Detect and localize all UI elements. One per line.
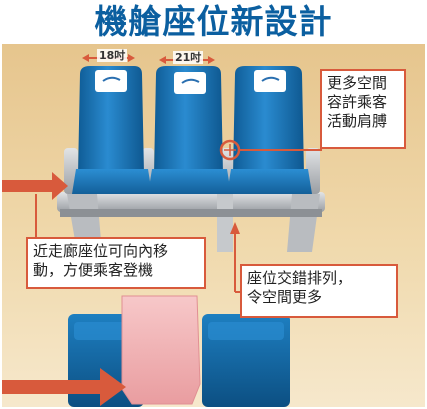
page-title: 機艙座位新設計 xyxy=(94,2,333,41)
staggered-arrow xyxy=(230,222,240,293)
shoulder-marker xyxy=(219,139,322,161)
aisle-move-arrow xyxy=(2,172,68,240)
top-view-seats xyxy=(68,295,290,407)
window-seat xyxy=(227,66,312,194)
seat-illustration: 18吋 21吋 更多空間 容許乘客 活動肩膊 近走廊座位可向內移 動，方便乘客登… xyxy=(2,44,425,407)
staggered-callout: 座位交錯排列， 令空間更多 xyxy=(240,264,398,318)
aisle-seat-move-callout: 近走廊座位可向內移 動，方便乘客登機 xyxy=(26,237,206,289)
shoulder-space-callout: 更多空間 容許乘客 活動肩膊 xyxy=(320,69,406,149)
bottom-move-arrow xyxy=(2,368,126,406)
middle-seat xyxy=(148,66,231,194)
aisle-seat xyxy=(72,66,152,194)
seat-drawing xyxy=(2,54,325,407)
aisle-seat-width-label: 18吋 xyxy=(97,49,128,62)
middle-seat-width-label: 21吋 xyxy=(173,51,204,64)
